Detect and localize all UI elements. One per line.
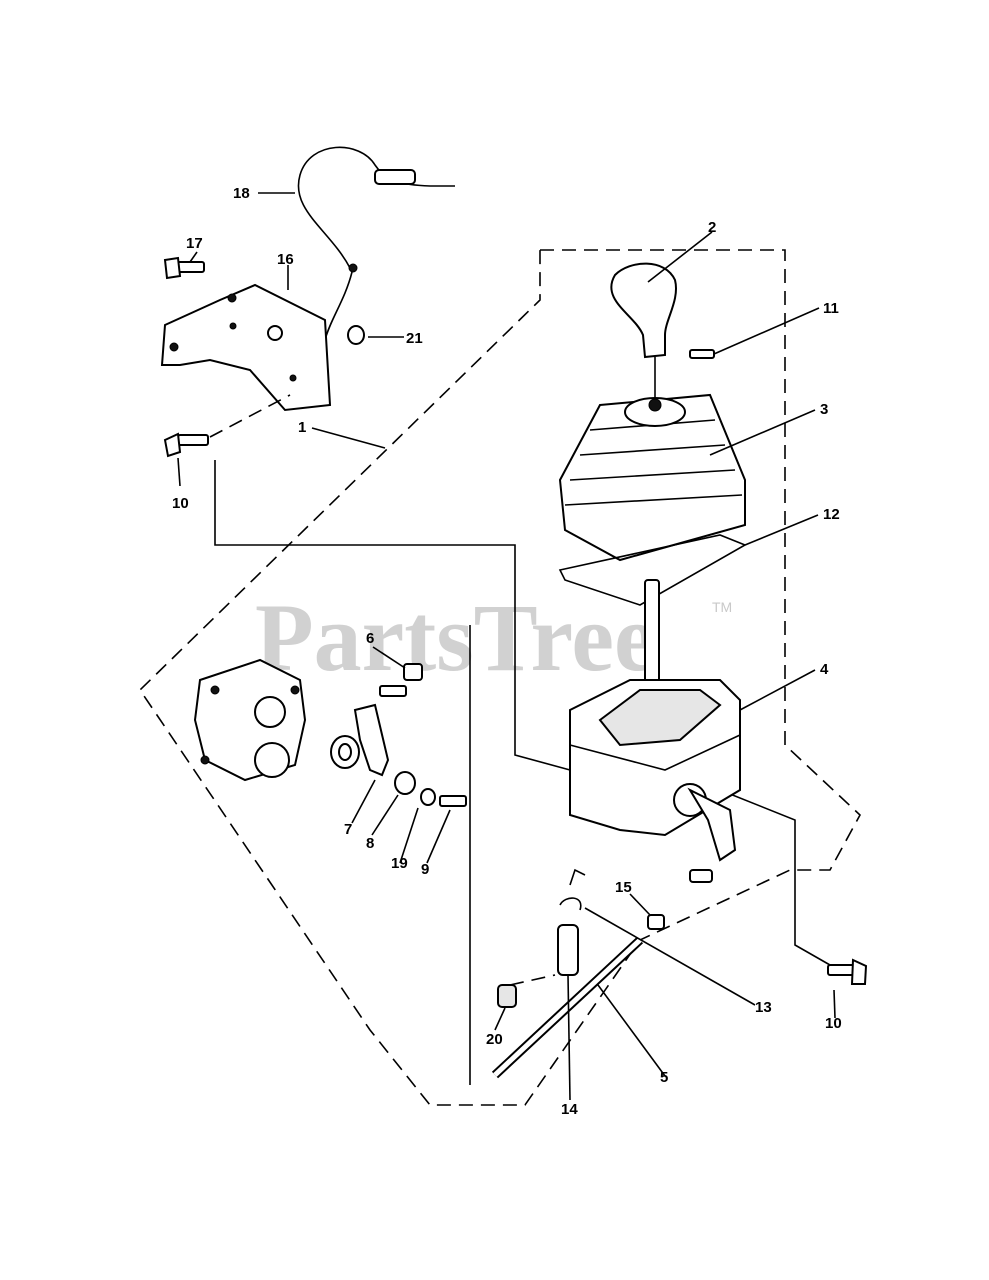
washer-8 (394, 771, 416, 795)
bracket-hole-2 (229, 322, 237, 330)
bracket-hole-5 (289, 374, 297, 382)
boot-fold-2 (579, 444, 726, 456)
callout-10b: 10 (825, 1015, 842, 1032)
screw-11 (689, 349, 715, 359)
bolt-15 (647, 914, 665, 930)
cable-lead (324, 271, 353, 341)
callout-21: 21 (406, 330, 423, 347)
callout-16: 16 (277, 251, 294, 268)
bolt-20-axis (509, 974, 556, 986)
callout-14: 14 (561, 1101, 578, 1118)
clip-13 (559, 868, 586, 911)
callout-8: 8 (366, 835, 374, 852)
nut-21 (347, 325, 365, 345)
bolt-20 (497, 984, 517, 1008)
boot-top-nut (648, 398, 662, 412)
flange-hole-1 (210, 685, 220, 695)
boot-fold-3 (569, 469, 736, 481)
nut-6 (403, 663, 423, 681)
watermark-text: PartsTree (255, 584, 657, 691)
bracket-hole-1 (227, 293, 237, 303)
callout-9: 9 (421, 861, 429, 878)
callout-17: 17 (186, 235, 203, 252)
boot-fold-4 (564, 494, 743, 506)
reference-line-right (719, 789, 831, 966)
callout-12: 12 (823, 506, 840, 523)
bolt-10-left-axis (209, 394, 291, 438)
cable-fitting (374, 169, 416, 185)
bracket-hole-4 (267, 325, 283, 341)
callout-2: 2 (708, 219, 716, 236)
flange-hole-2 (200, 755, 210, 765)
boot-top (624, 397, 686, 427)
bolt-10-left-head (163, 432, 182, 458)
bracket-hole-3 (169, 342, 179, 352)
callout-19: 19 (391, 855, 408, 872)
flange-hole-3 (290, 685, 300, 695)
callout-18: 18 (233, 185, 250, 202)
throttle-cable (297, 146, 455, 269)
washer-19 (420, 788, 436, 806)
callout-4: 4 (820, 661, 829, 678)
bolt-10-left (177, 434, 209, 446)
callout-10a: 10 (172, 495, 189, 512)
arm-bolt (379, 685, 407, 697)
shift-knob (610, 262, 678, 359)
housing-edge (569, 734, 741, 771)
bolt-17-head (163, 256, 182, 280)
bolt-9 (439, 795, 467, 807)
callout-20: 20 (486, 1031, 503, 1048)
callout-11: 11 (823, 300, 839, 317)
callout-7: 7 (344, 821, 352, 838)
housing-arm (687, 787, 737, 862)
flange-boss (254, 742, 290, 778)
bolt-10-right-head (850, 958, 868, 985)
reference-line-left (214, 460, 571, 771)
watermark-tm: TM (712, 599, 732, 615)
leader-lines (177, 192, 836, 1101)
sleeve-14 (557, 924, 579, 976)
bearing-inner (338, 743, 352, 761)
shift-arm (353, 703, 390, 777)
callout-5: 5 (660, 1069, 668, 1086)
callout-15: 15 (615, 879, 632, 896)
gasket (558, 534, 747, 606)
callout-13: 13 (755, 999, 772, 1016)
callout-3: 3 (820, 401, 828, 418)
cable-end (348, 263, 358, 273)
mounting-bracket (160, 283, 332, 412)
callout-6: 6 (366, 630, 374, 647)
flange-bore (254, 696, 286, 728)
callout-1: 1 (298, 419, 306, 436)
shift-gate (598, 689, 722, 747)
bolt-15b (689, 869, 713, 883)
